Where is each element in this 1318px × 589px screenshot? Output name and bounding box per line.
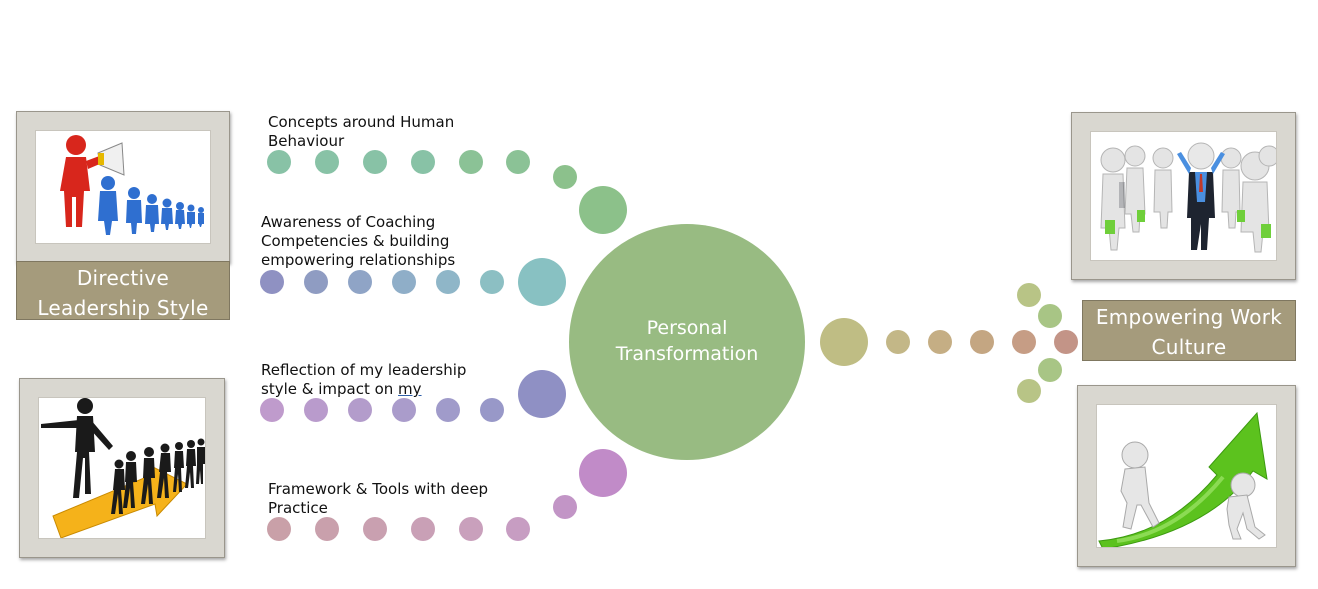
dot [260,270,284,294]
branch-concepts-dots [267,150,627,234]
dot [267,150,291,174]
caption-line: empowering relationships [261,251,456,269]
caption-line: Practice [268,499,328,517]
dot [1017,283,1041,307]
dot [348,270,372,294]
center-label-line2: Transformation [615,343,759,365]
left-top-picture-frame [16,111,230,263]
dot [459,150,483,174]
dot [480,270,504,294]
caption-line: Reflection of my leadership [261,361,467,379]
caption-line: Behaviour [268,132,345,150]
dot [1012,330,1036,354]
dot [553,495,577,519]
dot [392,398,416,422]
caption-underlined-text: my [398,380,422,398]
dot-large [518,370,566,418]
dot [1017,379,1041,403]
dot [363,517,387,541]
dot [260,398,284,422]
branch-awareness-dots [260,258,566,306]
label-line: Culture [1151,335,1227,359]
label-line: Directive [76,266,170,290]
dot [553,165,577,189]
caption-reflection: Reflection of my leadership style & impa… [261,361,466,399]
right-bottom-picture-frame [1077,385,1296,567]
dot [304,398,328,422]
dot [506,517,530,541]
caption-line: Competencies & building [261,232,450,250]
arrow-leader-icon [38,397,206,539]
caption-framework: Framework & Tools with deep Practice [268,480,488,518]
dot-large [820,318,868,366]
branch-reflection-dots [260,370,566,422]
dot [436,398,460,422]
dot-large [579,186,627,234]
caption-line: Concepts around Human [268,113,455,131]
caption-line: Framework & Tools with deep [268,480,489,498]
dot [480,398,504,422]
dot [315,150,339,174]
dot [1038,358,1062,382]
dot [348,398,372,422]
growth-arrow-icon [1096,404,1277,548]
label-line: Leadership Style [37,296,209,320]
center-label: Personal Transformation [587,315,787,367]
center-circle [569,224,805,460]
megaphone-leader-icon [35,130,211,244]
right-chain-dots [820,283,1078,403]
dot [411,517,435,541]
dot [315,517,339,541]
dot [1038,304,1062,328]
dot [392,270,416,294]
dot [886,330,910,354]
caption-awareness: Awareness of Coaching Competencies & bui… [261,213,455,270]
caption-concepts: Concepts around Human Behaviour [268,113,454,151]
dot [304,270,328,294]
team-meeting-icon [1090,131,1277,261]
caption-text: style & impact on [261,380,399,398]
dot-large [579,449,627,497]
empowering-work-culture-label: Empowering Work Culture [1082,300,1296,361]
branch-framework-dots [267,449,627,541]
dot [411,150,435,174]
directive-leadership-label: Directive Leadership Style [16,261,230,320]
caption-line: Awareness of Coaching [261,213,436,231]
dot [267,517,291,541]
dot [1054,330,1078,354]
right-top-picture-frame [1071,112,1296,280]
dot [928,330,952,354]
dot [436,270,460,294]
dot [459,517,483,541]
dot [506,150,530,174]
caption-line: style & impact on my [261,380,466,399]
dot-large [518,258,566,306]
left-bottom-picture-frame [19,378,225,558]
dot [970,330,994,354]
center-label-line1: Personal [646,317,728,339]
dot [363,150,387,174]
label-line: Empowering Work [1095,305,1283,329]
